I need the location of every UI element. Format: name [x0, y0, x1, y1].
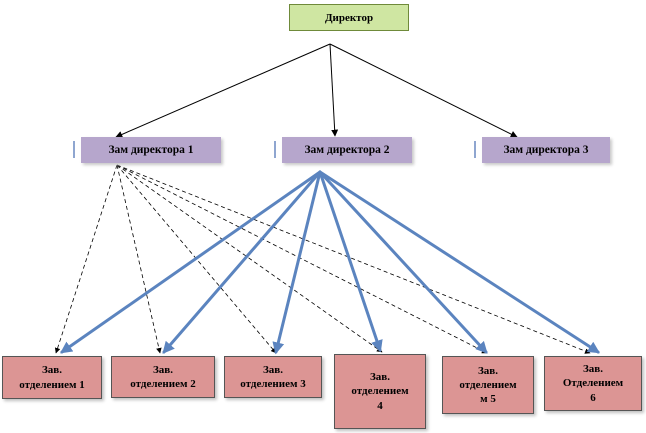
link-zam2-d4 [318, 170, 383, 353]
department-6-line1: Зав. [583, 363, 603, 376]
department-node-5: Зав. отделением м 5 [442, 356, 534, 414]
thick-links-zam2 [60, 170, 601, 355]
deputy-label-1: Зам директора 1 [108, 144, 194, 156]
department-node-3: Зав. отделением 3 [224, 356, 322, 398]
department-4-line3: 4 [377, 399, 383, 412]
link-zam1-d3 [116, 164, 277, 354]
link-director-zam2 [329, 43, 339, 137]
department-2-line1: Зав. [152, 363, 173, 376]
department-node-4: Зав. отделением 4 [334, 354, 426, 429]
department-5-line1: Зав. [477, 364, 498, 377]
department-4-line2: отделением [351, 385, 409, 398]
deputy-marker [474, 141, 476, 158]
department-6-line2: Отделением [562, 377, 624, 390]
deputy-label-2: Зам директора 2 [304, 144, 390, 156]
department-3-line2: отделением 3 [240, 378, 306, 390]
department-2-line2: отделением 2 [130, 378, 196, 390]
department-5-line2: отделением [459, 378, 517, 391]
director-node: Директор [289, 4, 409, 31]
department-node-1: Зав. отделением 1 [2, 356, 102, 399]
link-director-zam1 [115, 43, 331, 138]
link-zam1-d6 [116, 164, 591, 354]
link-zam1-d5 [116, 164, 488, 354]
deputy-node-3: Зам директора 3 [474, 137, 610, 163]
deputy-node-1: Зам директора 1 [73, 137, 221, 163]
link-zam1-d1 [54, 164, 118, 354]
link-zam2-d6 [318, 170, 601, 354]
department-node-2: Зав. отделением 2 [111, 356, 215, 398]
department-4-line1: Зав. [369, 371, 390, 384]
deputy-marker [274, 141, 276, 158]
deputy-node-2: Зам директора 2 [274, 137, 412, 163]
department-1-line2: отделением 1 [19, 378, 85, 391]
link-zam2-d1 [60, 170, 322, 354]
deputy-marker [73, 141, 75, 158]
department-node-6: Зав. Отделением 6 [544, 356, 642, 411]
department-3-line1: Зав. [262, 363, 283, 376]
department-6-line3: 6 [590, 391, 596, 404]
director-label: Директор [324, 11, 374, 24]
department-5-line3: м 5 [480, 393, 496, 406]
link-zam1-d4 [116, 164, 383, 353]
deputy-label-3: Зам директора 3 [503, 144, 589, 156]
link-director-zam3 [329, 43, 518, 138]
link-zam2-d3 [272, 170, 322, 355]
dashed-links-zam1 [54, 164, 591, 354]
department-1-line1: Зав. [41, 364, 62, 377]
link-zam1-d2 [116, 164, 162, 354]
link-zam2-d2 [162, 170, 322, 354]
link-zam2-d5 [318, 170, 488, 354]
